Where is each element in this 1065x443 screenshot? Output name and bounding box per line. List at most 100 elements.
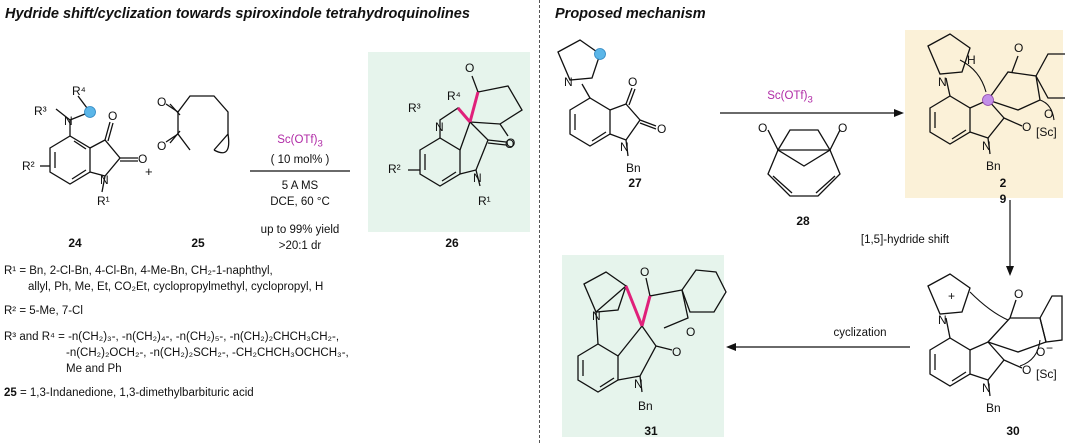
- pyrrolidine-2: [927, 33, 971, 75]
- atom-r4-26: R⁴: [447, 89, 461, 103]
- atom-r3-24: R³: [34, 104, 47, 118]
- atom-o2-30: O: [1022, 363, 1031, 377]
- isatin-30-benzene: [929, 337, 971, 387]
- section-divider: [539, 0, 540, 443]
- cyclization-label: cyclization: [833, 327, 887, 339]
- product-26-new-bond: [456, 107, 472, 123]
- atom-r1-26: R¹: [478, 194, 491, 208]
- atom-n2-30: N: [982, 381, 991, 395]
- compound-label-9: 9: [999, 192, 1007, 206]
- compound-label-28: 28: [796, 214, 810, 228]
- atom-r1-24: R¹: [97, 194, 110, 208]
- pyrrolidine-27: [557, 39, 601, 81]
- isatin-2-benzene: [929, 95, 971, 145]
- atom-o3-30: O: [1036, 345, 1045, 359]
- atom-n2-26: N: [473, 171, 482, 185]
- atom-bn-30: Bn: [986, 401, 1001, 415]
- atom-bn-2: Bn: [986, 159, 1001, 173]
- left-reagent-sub: 3: [317, 138, 323, 150]
- isatin-24-benzene-ring: [49, 135, 91, 185]
- atom-n2-24: N: [100, 173, 109, 187]
- left-scheme: N R³ R⁴ O O N R¹ R² O O N R³ R⁴ O N R¹ R…: [22, 61, 523, 208]
- atom-n2-31: N: [634, 377, 643, 391]
- isatin-24-five-ring: [89, 139, 121, 177]
- tetrahydroquinoline-31-benzene: [577, 343, 619, 393]
- compound-label-30: 30: [1006, 424, 1020, 438]
- atom-sc-30: [Sc]: [1036, 367, 1057, 381]
- atom-o3-2: O: [1044, 107, 1053, 121]
- left-conditions-below: 5 A MS DCE, 60 °C: [250, 178, 350, 210]
- atom-n2-2: N: [982, 139, 991, 153]
- pyrrolidine-31: [583, 271, 627, 313]
- def-r1: R¹ = Bn, 2-Cl-Bn, 4-Cl-Bn, 4-Me-Bn, CH₂-…: [4, 265, 273, 277]
- atom-r2-26: R²: [388, 162, 401, 176]
- def-r3-cont2: Me and Ph: [66, 363, 122, 375]
- left-section-title: Hydride shift/cyclization towards spirox…: [5, 6, 470, 22]
- atom-bn-31: Bn: [638, 399, 653, 413]
- left-conditions: Sc(OTf)3 ( 10 mol% ): [250, 132, 350, 168]
- atom-o1-26: O: [506, 136, 515, 150]
- def-r2: R² = 5-Me, 7-Cl: [4, 305, 83, 317]
- right-reagent: Sc(OTf)3: [760, 88, 820, 108]
- atom-o1-27: O: [628, 75, 637, 89]
- hydride-site-sphere-27: [594, 48, 606, 60]
- atom-n-24: N: [64, 114, 73, 128]
- atom-h-2: H: [967, 53, 976, 67]
- def-r3-cont: -n(CH₂)₂OCH₂-, -n(CH₂)₂SCH₂-, -CH₂CHCH₃O…: [66, 347, 349, 359]
- def-25: 25 = 1,3-Indanedione, 1,3-dimethylbarbit…: [4, 385, 349, 401]
- compound-label-2: 2: [999, 176, 1007, 190]
- right-section-title: Proposed mechanism: [555, 6, 706, 22]
- atom-o1-31: O: [640, 265, 649, 279]
- atom-o2-27: O: [657, 122, 666, 136]
- atom-sc-2: [Sc]: [1036, 125, 1057, 139]
- product-31-new-bond: [624, 285, 644, 327]
- compound-label-25: 25: [191, 236, 205, 250]
- hydride-site-sphere-24: [84, 106, 96, 118]
- atom-o2-31: O: [686, 325, 695, 339]
- left-cond-dr: >20:1 dr: [278, 240, 322, 252]
- atom-o3-26: O: [505, 137, 514, 151]
- atom-r4-24: R⁴: [72, 84, 86, 98]
- atom-n2-27: N: [620, 140, 629, 154]
- left-cond-solvent: DCE, 60 °C: [270, 196, 330, 208]
- intermediate-2-highlight-panel: [905, 30, 1063, 198]
- dione-25-ring: [177, 95, 229, 151]
- atom-o1-25: O: [157, 95, 166, 109]
- reactive-site-sphere-2: [982, 94, 994, 106]
- indanedione-28-ring: [777, 129, 831, 167]
- left-cond-loading: ( 10 mol% ): [270, 154, 330, 167]
- atom-o2-28: O: [838, 121, 847, 135]
- atom-o2-2: O: [1022, 120, 1031, 134]
- left-reagent: Sc(OTf): [277, 134, 318, 146]
- atom-o2-26: O: [465, 61, 474, 75]
- atom-o1-30: O: [1014, 287, 1023, 301]
- atom-minus-30: −: [1046, 341, 1053, 355]
- atom-o2-25: O: [157, 139, 166, 153]
- def-25-index: 25: [4, 387, 17, 399]
- hydride-shift-label: [1,5]-hydride shift: [860, 234, 950, 246]
- right-reagent-sub: 3: [807, 94, 813, 106]
- atom-n-2: N: [938, 75, 947, 89]
- pyrrolidinium-30: [927, 273, 971, 315]
- plus-sign: +: [145, 164, 153, 179]
- atom-n-27: N: [564, 75, 573, 89]
- compound-label-26: 26: [445, 236, 459, 250]
- atom-r2-24: R²: [22, 159, 35, 173]
- atom-n-30: N: [938, 313, 947, 327]
- atom-n-31: N: [592, 309, 601, 323]
- def-r1-cont: allyl, Ph, Me, Et, CO₂Et, cyclopropylmet…: [28, 281, 324, 293]
- left-yield-info: up to 99% yield >20:1 dr: [250, 222, 350, 254]
- substituent-definitions: R¹ = Bn, 2-Cl-Bn, 4-Cl-Bn, 4-Me-Bn, CH₂-…: [4, 263, 349, 401]
- atom-o2-24: O: [138, 152, 147, 166]
- product-26-benzene-ring: [419, 137, 461, 187]
- atom-plus-30: +: [948, 289, 955, 303]
- left-cond-ms: 5 A MS: [281, 180, 319, 192]
- atom-o1-2: O: [1014, 41, 1023, 55]
- atom-o1-28: O: [758, 121, 767, 135]
- def-r3: R³ and R⁴ = -n(CH₂)₃-, -n(CH₂)₄-, -n(CH₂…: [4, 331, 340, 343]
- def-25-text: = 1,3-Indanedione, 1,3-dimethylbarbituri…: [16, 387, 254, 399]
- atom-r3-26: R³: [408, 101, 421, 115]
- compound-label-31: 31: [644, 424, 658, 438]
- right-reagent-text: Sc(OTf): [767, 90, 808, 102]
- atom-n-26: N: [435, 120, 444, 134]
